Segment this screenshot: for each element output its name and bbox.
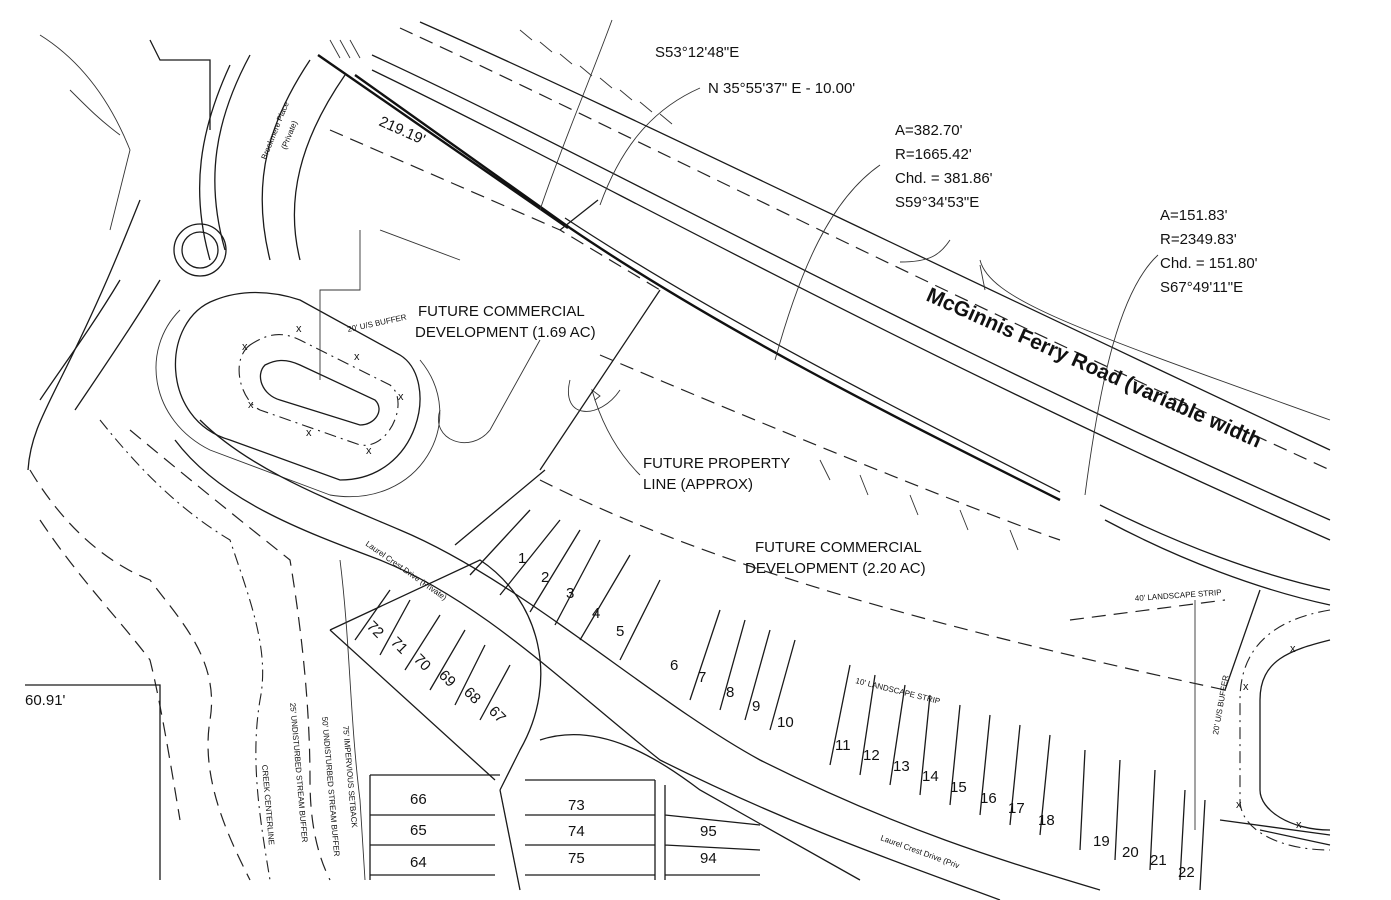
curve-2-arc: A=151.83' bbox=[1160, 207, 1228, 224]
curve-1-arc: A=382.70' bbox=[895, 122, 963, 139]
road-labels: McGinnis Ferry Road (variable width Broo… bbox=[260, 100, 1265, 870]
top-bearing-label: S53°12'48"E bbox=[655, 44, 739, 61]
lot-73: 73 bbox=[568, 797, 585, 814]
lot-2: 2 bbox=[541, 569, 549, 586]
svg-text:x: x bbox=[354, 351, 360, 363]
creek-centerline-label: CREEK CENTERLINE bbox=[260, 764, 276, 845]
lot-21: 21 bbox=[1150, 852, 1167, 869]
lot-8: 8 bbox=[726, 684, 734, 701]
lot-11: 11 bbox=[835, 737, 851, 754]
lot-95: 95 bbox=[700, 823, 717, 840]
lot-67: 67 bbox=[485, 703, 509, 727]
svg-text:x: x bbox=[1296, 819, 1302, 831]
area-labels: FUTURE COMMERCIAL DEVELOPMENT (1.69 AC) … bbox=[415, 303, 926, 577]
commercial-area-2-lines bbox=[539, 354, 1261, 691]
laurel-crest-label-2: Laurel Crest Drive (Priv bbox=[879, 833, 960, 870]
laurel-crest-drive bbox=[174, 419, 1101, 900]
laurel-crest-label-1: Laurel Crest Drive (Private) bbox=[364, 539, 449, 602]
lot-14: 14 bbox=[922, 768, 939, 785]
lot-66: 66 bbox=[410, 791, 427, 808]
lot-18: 18 bbox=[1038, 812, 1055, 829]
lot-74: 74 bbox=[568, 823, 585, 840]
lot-64: 64 bbox=[410, 854, 427, 871]
svg-text:x: x bbox=[398, 391, 404, 403]
lot-65: 65 bbox=[410, 822, 427, 839]
us-buffer-right-label: 20' U/S BUFFER bbox=[1211, 674, 1230, 735]
curve-1-chord: Chd. = 381.86' bbox=[895, 170, 993, 187]
tie-line bbox=[559, 199, 599, 231]
lot-5: 5 bbox=[616, 623, 624, 640]
mcginnis-ferry-road-label: McGinnis Ferry Road (variable width bbox=[923, 284, 1265, 453]
svg-text:x: x bbox=[296, 323, 302, 335]
lot-4: 4 bbox=[592, 605, 600, 622]
lot-71: 71 bbox=[387, 634, 411, 658]
lot-72: 72 bbox=[363, 618, 387, 642]
commercial-2-line2: DEVELOPMENT (2.20 AC) bbox=[745, 560, 926, 577]
fence-markers: x x x x x x x x x x x bbox=[242, 323, 1302, 831]
lot-lines bbox=[329, 509, 1331, 891]
svg-text:x: x bbox=[1243, 681, 1249, 693]
bearing-labels: S53°12'48"E N 35°55'37" E - 10.00' 219.1… bbox=[25, 44, 855, 709]
curve-2-label: A=151.83' R=2349.83' Chd. = 151.80' S67°… bbox=[1160, 207, 1258, 296]
undisturbed-50-label: 50' UNDISTURBED STREAM BUFFER bbox=[320, 716, 341, 857]
undisturbed-25-label: 25' UNDISTURBED STREAM BUFFER bbox=[288, 702, 309, 843]
left-length-label: 60.91' bbox=[25, 692, 66, 709]
svg-text:x: x bbox=[242, 341, 248, 353]
commercial-1-line1: FUTURE COMMERCIAL bbox=[418, 303, 585, 320]
impervious-75-label: 75' IMPERVIOUS SETBACK bbox=[341, 725, 359, 828]
curve-2-chord: Chd. = 151.80' bbox=[1160, 255, 1258, 272]
lot-7: 7 bbox=[698, 669, 706, 686]
brookmere-place-road bbox=[27, 34, 346, 471]
commercial-2-line1: FUTURE COMMERCIAL bbox=[755, 539, 922, 556]
pond bbox=[155, 291, 441, 498]
lot-20: 20 bbox=[1122, 844, 1139, 861]
svg-text:x: x bbox=[248, 399, 254, 411]
mcginnis-ferry-road-lines bbox=[329, 21, 1331, 606]
svg-text:x: x bbox=[1236, 799, 1242, 811]
lot-16: 16 bbox=[980, 790, 997, 807]
property-line-label-2: LINE (APPROX) bbox=[643, 476, 753, 493]
frontage-length-label: 219.19' bbox=[376, 113, 428, 148]
lot-13: 13 bbox=[893, 758, 910, 775]
lot-6: 6 bbox=[670, 657, 678, 674]
lot-22: 22 bbox=[1178, 864, 1195, 881]
lot-94: 94 bbox=[700, 850, 717, 867]
lot-69: 69 bbox=[435, 667, 459, 691]
lot-3: 3 bbox=[566, 585, 574, 602]
tie-line-label: N 35°55'37" E - 10.00' bbox=[708, 80, 855, 97]
landscape-40-label: 40' LANDSCAPE STRIP bbox=[1135, 588, 1222, 603]
lot-9: 9 bbox=[752, 698, 760, 715]
curve-1-radius: R=1665.42' bbox=[895, 146, 972, 163]
curve-2-bearing: S67°49'11"E bbox=[1160, 279, 1243, 296]
lot-70: 70 bbox=[410, 651, 434, 675]
property-frontage-line bbox=[317, 54, 569, 229]
svg-text:x: x bbox=[306, 427, 312, 439]
property-line-label-1: FUTURE PROPERTY bbox=[643, 455, 790, 472]
lot-1: 1 bbox=[518, 550, 526, 567]
curve-1-bearing: S59°34'53"E bbox=[895, 194, 979, 211]
right-parcel bbox=[1194, 600, 1331, 851]
lot-17: 17 bbox=[1008, 800, 1025, 817]
commercial-1-line2: DEVELOPMENT (1.69 AC) bbox=[415, 324, 596, 341]
commercial-area-1-lines bbox=[319, 129, 661, 546]
svg-text:x: x bbox=[1290, 643, 1296, 655]
lot-19: 19 bbox=[1093, 833, 1110, 850]
lot-labels: 1 2 3 4 5 6 7 8 9 10 11 12 13 14 15 16 1… bbox=[363, 550, 1195, 881]
curve-2-radius: R=2349.83' bbox=[1160, 231, 1237, 248]
svg-text:x: x bbox=[366, 445, 372, 457]
landscape-10-label: 10' LANDSCAPE STRIP bbox=[855, 676, 941, 706]
stream-buffers bbox=[25, 419, 366, 881]
lot-15: 15 bbox=[950, 779, 967, 796]
lot-12: 12 bbox=[863, 747, 880, 764]
lot-75: 75 bbox=[568, 850, 585, 867]
curve-1-label: A=382.70' R=1665.42' Chd. = 381.86' S59°… bbox=[895, 122, 993, 211]
us-buffer-top-label: 20' U/S BUFFER bbox=[347, 313, 408, 334]
lot-10: 10 bbox=[777, 714, 794, 731]
